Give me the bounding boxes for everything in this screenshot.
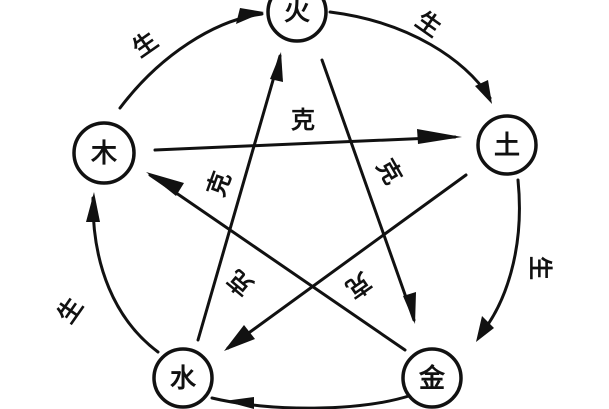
ke-labels: 克 克 克 克 克 bbox=[201, 105, 408, 304]
generating-cycle bbox=[86, 8, 521, 409]
line-wood-to-earth bbox=[153, 135, 457, 152]
arrowhead-metal-to-wood bbox=[146, 172, 184, 196]
line-metal-to-wood bbox=[148, 173, 407, 352]
node-metal: 金 bbox=[401, 347, 463, 409]
line-fire-to-metal bbox=[320, 58, 416, 322]
arc-water-to-wood bbox=[91, 196, 160, 354]
arc-earth-to-metal bbox=[478, 178, 521, 337]
controlling-cycle bbox=[146, 52, 468, 352]
arrowhead-water-to-wood bbox=[86, 192, 100, 222]
node-water-circle bbox=[152, 347, 214, 409]
arrowhead-earth-to-water bbox=[224, 325, 255, 351]
node-fire-label: 火 bbox=[284, 0, 310, 27]
node-earth: 土 bbox=[476, 114, 538, 176]
node-water: 水 bbox=[152, 347, 214, 409]
arc-fire-to-earth bbox=[328, 10, 492, 100]
line-earth-to-water bbox=[226, 173, 468, 350]
label-ke-metal-wood: 克 bbox=[341, 267, 377, 305]
node-wood: 木 bbox=[72, 121, 136, 185]
label-ke-earth-water: 克 bbox=[222, 264, 259, 302]
arrowhead-earth-to-metal bbox=[476, 316, 494, 342]
line-water-to-fire bbox=[196, 54, 282, 342]
arrowhead-fire-to-metal bbox=[403, 292, 416, 324]
node-wood-circle bbox=[72, 121, 136, 185]
arrowhead-fire-to-earth bbox=[475, 80, 492, 104]
node-wood-label: 木 bbox=[90, 139, 117, 169]
node-fire: 火 bbox=[266, 0, 328, 43]
node-metal-label: 金 bbox=[418, 363, 446, 394]
label-ke-wood-earth: 克 bbox=[291, 105, 315, 134]
arrowhead-metal-to-water bbox=[224, 397, 254, 409]
label-ke-water-fire: 克 bbox=[201, 168, 236, 200]
node-water-label: 水 bbox=[170, 364, 197, 394]
node-earth-label: 土 bbox=[494, 131, 520, 161]
label-sheng-earth-metal: 生 bbox=[526, 256, 555, 280]
arrowhead-water-to-fire bbox=[270, 52, 283, 82]
label-ke-fire-metal: 克 bbox=[371, 154, 408, 189]
arrowhead-wood-to-fire bbox=[236, 8, 264, 24]
node-metal-circle bbox=[401, 347, 463, 409]
label-sheng-water-wood: 生 bbox=[51, 292, 89, 328]
arrowhead-wood-to-earth bbox=[417, 129, 462, 144]
node-earth-circle bbox=[476, 114, 538, 176]
label-sheng-wood-fire: 生 bbox=[127, 25, 163, 63]
node-fire-circle bbox=[266, 0, 328, 43]
